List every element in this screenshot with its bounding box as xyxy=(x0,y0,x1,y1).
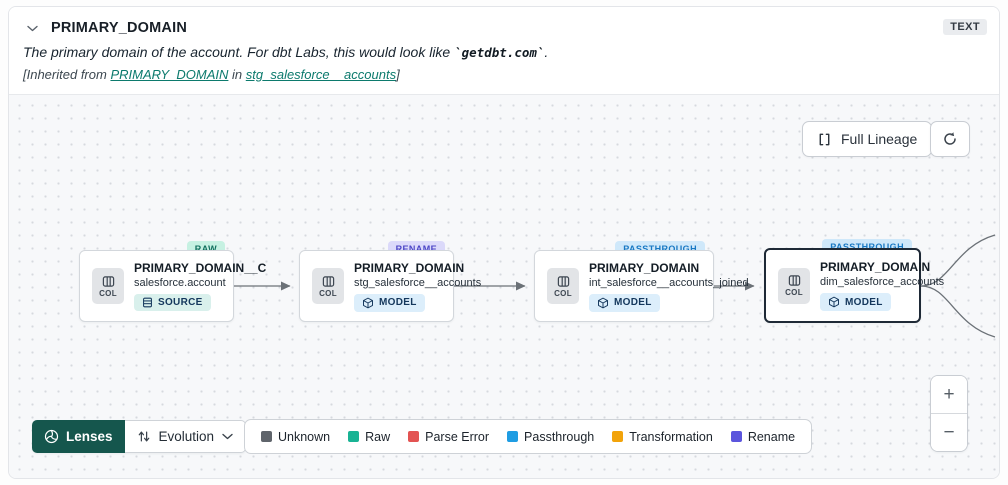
resource-label: MODEL xyxy=(379,297,417,308)
lenses-label: Lenses xyxy=(66,429,113,444)
chevron-down-icon xyxy=(222,433,233,440)
lineage-node-salesforce-account[interactable]: RAW COL PRIMARY_DOMAIN__C salesforce.acc… xyxy=(79,241,267,322)
evolution-icon xyxy=(138,431,149,442)
col-label: COL xyxy=(319,288,337,298)
full-lineage-button[interactable]: Full Lineage xyxy=(802,121,933,157)
lineage-canvas[interactable]: Full Lineage RAW COL PRIMARY_DOMAIN__C s… xyxy=(9,95,999,478)
inherited-close: ] xyxy=(396,67,400,82)
node-subtitle: dim_salesforce_accounts xyxy=(820,276,945,288)
model-icon xyxy=(598,297,608,308)
lenses-button[interactable]: Lenses xyxy=(32,420,125,453)
expand-icon xyxy=(819,133,830,145)
legend-item-rename: Rename xyxy=(730,430,795,444)
lens-selector[interactable]: Evolution xyxy=(124,420,247,453)
inherited-model-link[interactable]: stg_salesforce__accounts xyxy=(245,67,397,82)
resource-label: SOURCE xyxy=(158,297,203,308)
node-subtitle: int_salesforce__accounts_joined xyxy=(589,276,749,289)
legend-swatch xyxy=(261,431,272,442)
selected-lens-label: Evolution xyxy=(158,429,215,444)
chevron-down-icon[interactable] xyxy=(23,19,41,37)
node-subtitle: stg_salesforce__accounts xyxy=(354,276,482,289)
resource-label: MODEL xyxy=(614,297,652,308)
col-label: COL xyxy=(99,288,117,298)
lineage-node-int-salesforce-accounts-joined[interactable]: PASSTHROUGH COL PRIMARY_DOMAIN int_sales… xyxy=(534,241,749,322)
lineage-node-dim-salesforce-accounts[interactable]: PASSTHROUGH COL PRIMARY_DOMAIN dim_sales… xyxy=(764,239,945,323)
legend-swatch xyxy=(348,431,360,442)
zoom-out-button[interactable]: − xyxy=(931,414,967,451)
full-lineage-label: Full Lineage xyxy=(841,131,918,147)
node-title: PRIMARY_DOMAIN__C xyxy=(134,261,267,275)
inherited-from-line: [Inherited from PRIMARY_DOMAIN in stg_sa… xyxy=(23,67,985,82)
legend-swatch xyxy=(507,431,519,442)
resource-badge: MODEL xyxy=(589,293,660,312)
description-code: `getdbt.com` xyxy=(454,45,545,60)
node-title: PRIMARY_DOMAIN xyxy=(820,260,931,274)
legend-item-unknown: Unknown xyxy=(261,430,330,444)
column-type-icon: COL xyxy=(547,268,579,304)
zoom-in-button[interactable]: + xyxy=(931,376,967,413)
legend-swatch xyxy=(408,431,420,442)
divider xyxy=(931,413,967,414)
lineage-panel: PRIMARY_DOMAIN TEXT The primary domain o… xyxy=(8,6,1000,479)
refresh-button[interactable] xyxy=(930,121,970,157)
legend-item-raw: Raw xyxy=(348,430,390,444)
lens-aperture-icon xyxy=(44,429,59,444)
model-icon xyxy=(829,296,839,308)
zoom-controls: + − xyxy=(930,375,968,452)
source-icon xyxy=(143,297,152,308)
inherited-open: [Inherited from xyxy=(23,67,111,82)
model-icon xyxy=(363,297,373,308)
node-title: PRIMARY_DOMAIN xyxy=(589,260,700,275)
legend-item-parse-error: Parse Error xyxy=(408,430,489,444)
legend-swatch xyxy=(612,431,624,442)
refresh-icon xyxy=(944,132,956,145)
legend-swatch xyxy=(730,431,742,442)
column-type-icon: COL xyxy=(92,268,124,304)
col-label: COL xyxy=(785,288,803,297)
column-description: The primary domain of the account. For d… xyxy=(23,44,985,60)
inherited-column-link[interactable]: PRIMARY_DOMAIN xyxy=(110,67,229,82)
page-title: PRIMARY_DOMAIN xyxy=(51,20,187,36)
resource-badge: SOURCE xyxy=(134,294,211,311)
description-period: . xyxy=(544,44,549,60)
lens-bar: Lenses Evolution xyxy=(32,420,247,453)
node-title: PRIMARY_DOMAIN xyxy=(354,260,465,275)
column-type-icon: COL xyxy=(778,267,810,304)
column-header: PRIMARY_DOMAIN TEXT The primary domain o… xyxy=(9,7,999,95)
inherited-middle: in xyxy=(228,67,246,82)
type-badge: TEXT xyxy=(943,19,987,35)
resource-badge: MODEL xyxy=(354,293,425,312)
resource-label: MODEL xyxy=(845,296,883,308)
legend-item-passthrough: Passthrough xyxy=(507,430,594,444)
column-type-icon: COL xyxy=(312,268,344,304)
description-text: The primary domain of the account. For d… xyxy=(23,44,455,60)
node-subtitle: salesforce.account xyxy=(134,277,226,289)
evolution-legend: Unknown Raw Parse Error Passthrough Tran… xyxy=(244,419,813,454)
lineage-node-stg-salesforce-accounts[interactable]: RENAME COL PRIMARY_DOMAIN stg_salesforce… xyxy=(299,241,482,322)
resource-badge: MODEL xyxy=(820,293,891,311)
legend-item-transformation: Transformation xyxy=(612,430,713,444)
col-label: COL xyxy=(554,288,572,298)
